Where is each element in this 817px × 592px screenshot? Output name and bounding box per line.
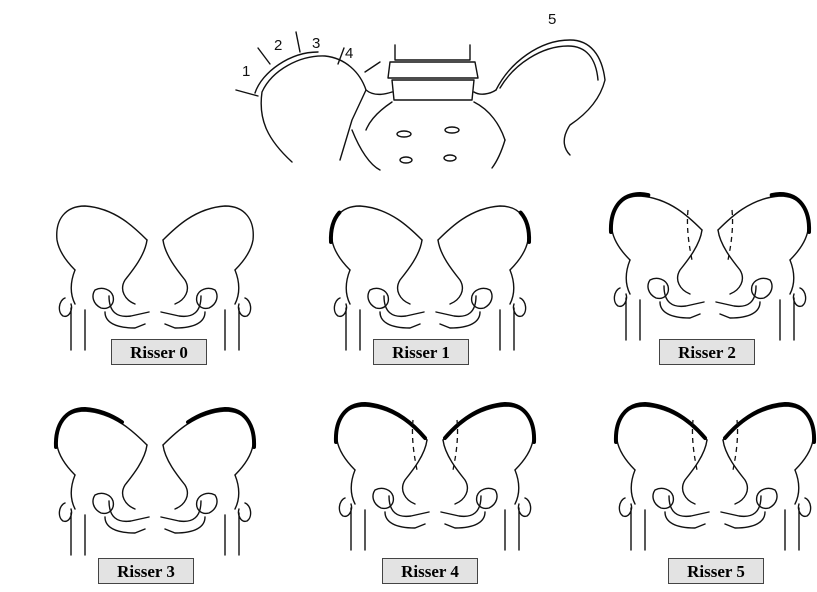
zone-number-5: 5 (548, 11, 556, 28)
pubis-outline (721, 496, 761, 516)
hip-joint-outline (723, 440, 811, 550)
iliac-apophysis (445, 404, 534, 442)
pubis-outline (161, 501, 201, 521)
left-hemipelvis (436, 204, 529, 350)
left-hemipelvis (716, 194, 809, 340)
hip-joint-outline (718, 230, 806, 340)
pubis-outline (109, 296, 149, 316)
pubis-outline (716, 286, 756, 306)
iliac-crest-outline (163, 411, 253, 475)
hip-joint-outline (59, 445, 147, 555)
pelvis-panel-2 (611, 194, 809, 340)
hip-joint-outline (163, 240, 251, 350)
pubis-outline (384, 296, 424, 316)
zone-number-4: 4 (345, 45, 353, 62)
risser-grade-label-0: Risser 0 (111, 339, 207, 365)
right-hemipelvis (616, 404, 709, 550)
iliac-apophysis (720, 194, 809, 232)
right-hemipelvis (611, 194, 704, 340)
iliac-apophysis (56, 409, 145, 447)
sacroiliac-dashed-lines (687, 210, 732, 260)
left-hemipelvis (161, 409, 254, 555)
hip-joint-outline (163, 445, 251, 555)
risser-grade-label-4: Risser 4 (382, 558, 478, 584)
left-hemipelvis (441, 404, 534, 550)
right-hemipelvis (56, 409, 149, 555)
pubis-outline (441, 496, 481, 516)
sacroiliac-dashed-lines (412, 420, 457, 470)
hip-joint-outline (438, 240, 526, 350)
iliac-crest-outline (57, 206, 147, 270)
pelvis-panel-4 (336, 404, 534, 550)
iliac-apophysis (725, 404, 814, 442)
pelvis-panel-1 (331, 204, 529, 350)
hip-joint-outline (59, 240, 147, 350)
iliac-crest-outline (612, 196, 702, 260)
risser-grade-label-1: Risser 1 (373, 339, 469, 365)
risser-grade-label-5: Risser 5 (668, 558, 764, 584)
pubis-outline (436, 296, 476, 316)
iliac-apophysis (165, 409, 254, 447)
right-hemipelvis (57, 206, 149, 350)
left-hemipelvis (161, 206, 253, 350)
iliac-crest-outline (332, 206, 422, 270)
hip-joint-outline (443, 440, 531, 550)
pubis-outline (669, 496, 709, 516)
zone-number-3: 3 (312, 35, 320, 52)
iliac-crest-outline (163, 206, 253, 270)
iliac-crest-outline (337, 406, 427, 470)
iliac-crest-outline (718, 196, 808, 260)
zone-number-2: 2 (274, 37, 282, 54)
sacroiliac-dashed-lines (692, 420, 737, 470)
pubis-outline (109, 501, 149, 521)
pelvis-panel-5 (616, 404, 814, 550)
hip-joint-outline (339, 440, 427, 550)
pubis-outline (161, 296, 201, 316)
pelvis-panel-3 (56, 409, 254, 555)
hip-joint-outline (334, 240, 422, 350)
iliac-crest-outline (438, 206, 528, 270)
hip-joint-outline (614, 230, 702, 340)
iliac-crest-outline (57, 411, 147, 475)
risser-grade-label-3: Risser 3 (98, 558, 194, 584)
left-hemipelvis (721, 404, 814, 550)
right-hemipelvis (331, 204, 424, 350)
risser-grade-label-2: Risser 2 (659, 339, 755, 365)
hip-joint-outline (619, 440, 707, 550)
iliac-crest-zone-schematic: 1 2 3 4 5 (236, 11, 605, 170)
pelvis-panel-0 (57, 206, 254, 350)
pubis-outline (389, 496, 429, 516)
iliac-apophysis (616, 404, 705, 442)
iliac-crest-outline (723, 406, 813, 470)
iliac-apophysis (611, 194, 700, 232)
iliac-crest-outline (443, 406, 533, 470)
right-hemipelvis (336, 404, 429, 550)
iliac-crest-outline (617, 406, 707, 470)
pubis-outline (664, 286, 704, 306)
iliac-apophysis (336, 404, 425, 442)
zone-number-1: 1 (242, 63, 250, 80)
